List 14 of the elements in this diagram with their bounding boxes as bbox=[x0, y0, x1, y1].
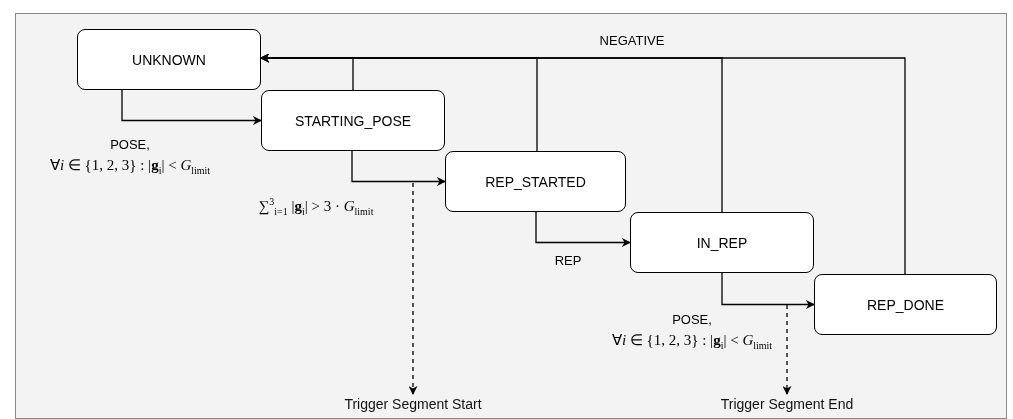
state-box: UNKNOWN bbox=[77, 29, 261, 90]
trigger-label: Trigger Segment Start bbox=[344, 396, 482, 412]
arrow bbox=[260, 53, 906, 275]
trigger-label: Trigger Segment End bbox=[720, 396, 854, 412]
dashed-arrow bbox=[782, 304, 792, 395]
state-box: REP_STARTED bbox=[445, 151, 626, 212]
state-box: IN_REP bbox=[630, 212, 814, 273]
dashed-arrow bbox=[408, 182, 418, 395]
state-box: REP_DONE bbox=[814, 274, 997, 335]
arrow bbox=[535, 211, 631, 247]
arrow bbox=[721, 272, 815, 309]
arrow bbox=[121, 89, 262, 125]
state-box: STARTING_POSE bbox=[261, 90, 445, 151]
arrow bbox=[351, 150, 446, 186]
